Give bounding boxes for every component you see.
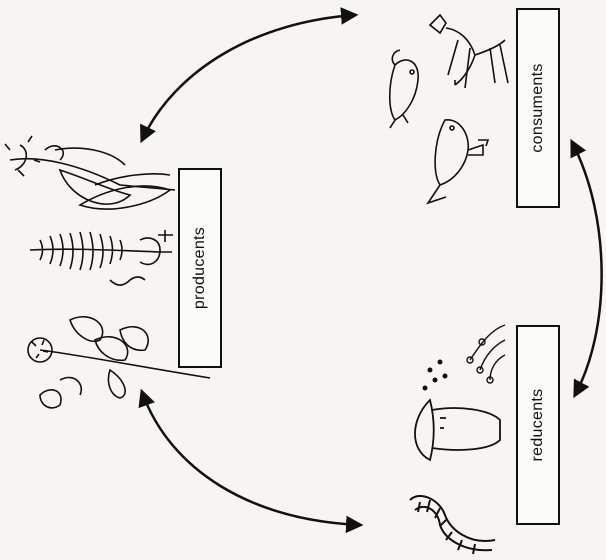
decomposers-label: reducents xyxy=(529,388,546,462)
deer-icon xyxy=(428,13,509,89)
arrow-consumers-to-producers xyxy=(140,7,359,144)
plant-fern-icon xyxy=(29,230,173,286)
mold-icon xyxy=(466,324,506,384)
decomposers-label-box: reducents xyxy=(516,325,560,525)
plant-cabbage-icon xyxy=(4,135,176,210)
consumers-label: consuments xyxy=(529,63,546,153)
mushroom-icon xyxy=(414,398,501,462)
producers-label: producents xyxy=(191,226,208,310)
consumers-label-box: consuments xyxy=(516,8,560,208)
producers-label-box: producents xyxy=(178,168,222,368)
arrow-consumers-to-decomposers xyxy=(570,138,603,399)
plant-clover-icon xyxy=(27,315,211,409)
spores-icon xyxy=(422,359,448,391)
arrow-decomposers-to-producers xyxy=(138,388,364,534)
bird-icon xyxy=(426,119,490,205)
mouse-icon xyxy=(388,49,419,129)
earthworm-icon xyxy=(409,495,496,555)
